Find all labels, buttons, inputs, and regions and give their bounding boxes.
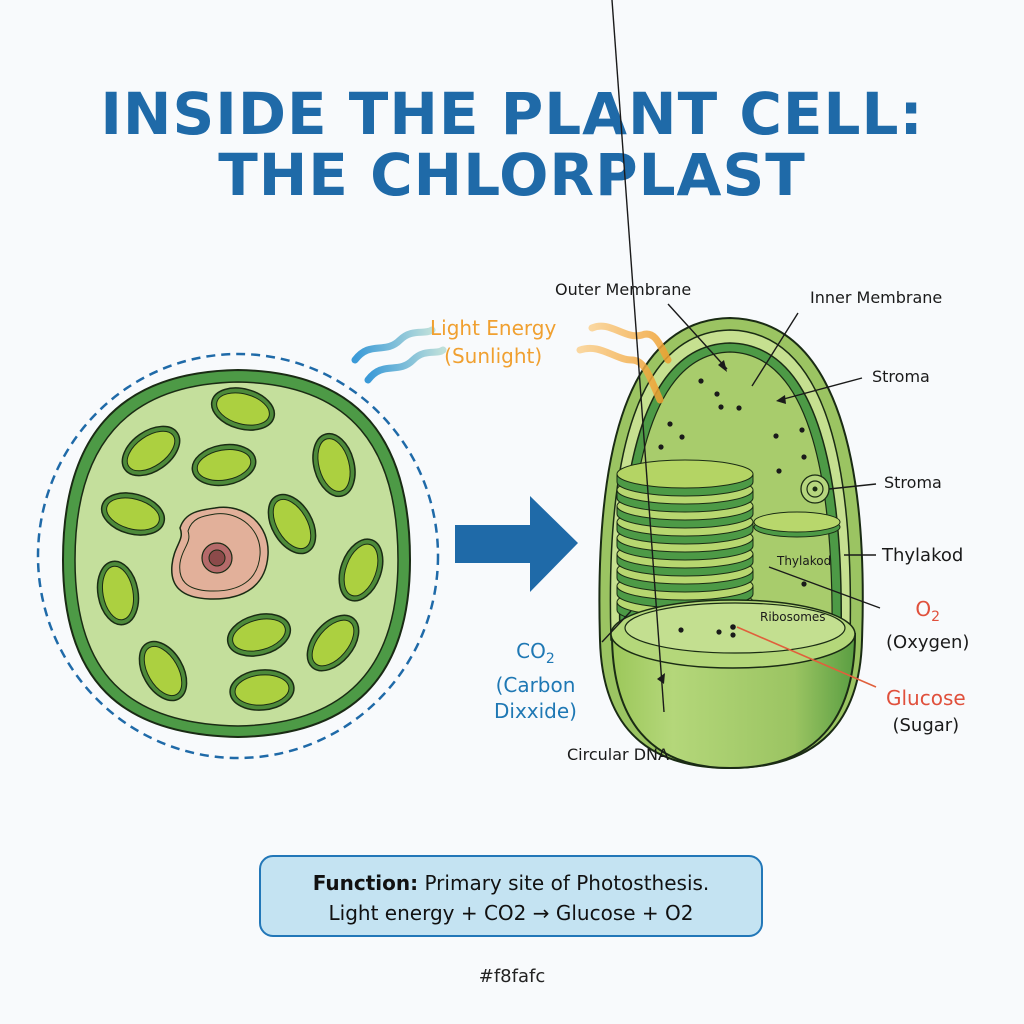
chloroplast — [210, 387, 276, 431]
o2-formula: O — [915, 597, 932, 621]
plant-cell — [36, 352, 440, 760]
function-box: Function: Primary site of Photosthesis. … — [259, 855, 763, 937]
page-title-line-2: THE CHLORPLAST — [218, 141, 806, 209]
circular-dna-label: Circular DNA — [567, 745, 669, 764]
leader-lines — [601, 0, 881, 713]
function-label: Function: — [312, 871, 419, 895]
stroma-label-top: Stroma — [872, 367, 930, 386]
chloroplast — [312, 432, 356, 498]
chloroplast — [191, 443, 257, 487]
thylakoid-inner-label: Thylakod — [777, 554, 832, 568]
chloroplast — [306, 614, 360, 672]
photosynthesis-equation: Light energy + CO2 → Glucose + O2 — [328, 901, 694, 925]
chloroplast — [100, 492, 166, 536]
right-arrow-icon — [455, 496, 578, 592]
function-description: Primary site of Photosthesis. — [418, 871, 710, 895]
chloroplast — [229, 669, 295, 711]
outer-membrane-label: Outer Membrane — [555, 280, 692, 299]
ribosome-dots — [678, 624, 736, 638]
thylakoid-disc — [616, 459, 754, 489]
chloroplast — [96, 560, 140, 626]
glucose-title: Glucose — [886, 686, 966, 710]
glucose-subtitle: (Sugar) — [892, 715, 960, 736]
light-energy-subtitle: (Sunlight) — [444, 344, 543, 368]
o2-subscript: 2 — [931, 609, 941, 625]
stroma-granule-icon — [800, 474, 830, 504]
ribosomes-label: Ribosomes — [760, 610, 826, 624]
chloroplast — [267, 493, 317, 555]
co2-subscript: 2 — [545, 651, 555, 667]
co2-name-line1: (Carbon — [495, 673, 576, 697]
glucose-leader-line — [736, 626, 877, 688]
co2-label: CO2 (Carbon Dixxide) — [494, 638, 577, 724]
chloroplast — [121, 425, 181, 477]
co2-name-line2: Dixxide) — [494, 699, 577, 723]
light-waves-orange-icon — [576, 322, 672, 404]
chloroplast — [226, 613, 292, 657]
stroma-particles — [658, 378, 807, 587]
nucleus — [171, 506, 269, 600]
o2-label: O2 (Oxygen) — [886, 596, 969, 656]
o2-name: (Oxygen) — [886, 632, 970, 653]
thylakoid-label: Thylakod — [882, 545, 964, 566]
light-energy-label: Light Energy (Sunlight) — [430, 314, 556, 370]
light-energy-title: Light Energy — [430, 316, 557, 340]
co2-formula: CO — [516, 639, 546, 663]
page-title-line-1: INSIDE THE PLANT CELL: — [100, 80, 924, 148]
stroma-lamella-disc — [753, 511, 841, 538]
chloroplast-detail — [598, 316, 864, 770]
chloroplast — [338, 538, 384, 602]
cell-boundary-dashed — [36, 352, 440, 760]
footer-color-code: #f8fafc — [478, 966, 546, 987]
stroma-label-right: Stroma — [884, 473, 942, 492]
inner-membrane-label: Inner Membrane — [810, 288, 943, 307]
glucose-label: Glucose (Sugar) — [886, 684, 966, 740]
light-waves-blue-icon — [351, 326, 447, 384]
chloroplast-bottom — [610, 633, 857, 770]
chloroplast — [138, 640, 188, 702]
cell-chloroplasts — [96, 387, 384, 711]
